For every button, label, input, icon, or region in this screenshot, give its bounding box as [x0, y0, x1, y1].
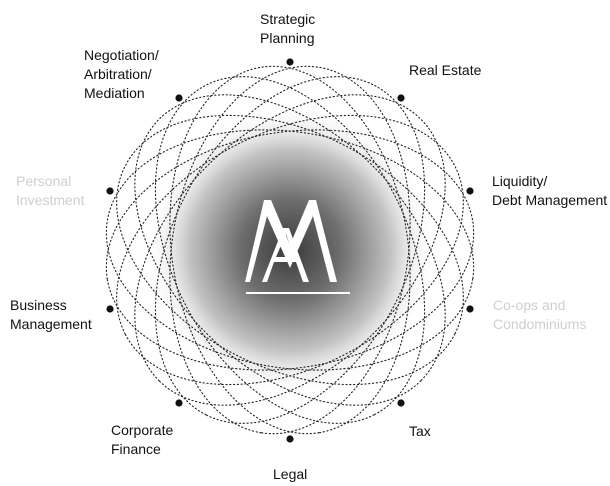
node-dot-icon: [175, 94, 183, 102]
orbit-ring: [154, 76, 426, 424]
orbit-ring: [105, 129, 475, 371]
service-label-line: Strategic: [260, 11, 316, 27]
service-label-line: Negotiation/: [84, 47, 159, 63]
service-label-line: Finance: [111, 441, 161, 457]
service-label-line: Personal: [16, 173, 72, 189]
logo-letter-a: [262, 228, 309, 282]
orbit-ring: [116, 114, 464, 386]
service-label-line: Condominiums: [493, 316, 587, 332]
node-dot-icon: [106, 305, 114, 313]
orbit-ring: [134, 94, 446, 406]
service-nodes: [106, 58, 474, 443]
service-label-real-estate[interactable]: Real Estate: [409, 61, 481, 80]
node-dot-icon: [286, 58, 294, 66]
orbit-ring: [134, 94, 446, 406]
orbit-ring: [169, 65, 411, 435]
node-dot-icon: [466, 305, 474, 313]
node-dot-icon: [106, 187, 114, 195]
service-label-line: Corporate: [111, 422, 174, 438]
orbit-ring: [169, 65, 411, 435]
service-label-line: Legal: [273, 466, 308, 482]
service-label-line: Liquidity/: [492, 173, 548, 189]
service-label-line: Real Estate: [409, 62, 482, 78]
orbit-ring: [105, 129, 475, 371]
node-dot-icon: [466, 187, 474, 195]
node-dot-icon: [175, 399, 183, 407]
service-label-line: Tax: [409, 423, 431, 439]
node-dot-icon: [397, 399, 405, 407]
orbit-ring: [116, 114, 464, 386]
service-label-line: Management: [10, 316, 92, 332]
service-label-tax[interactable]: Tax: [409, 422, 431, 441]
service-label-line: Business: [10, 297, 67, 313]
service-label-line: Planning: [260, 30, 315, 46]
service-label-line: Investment: [16, 192, 85, 208]
node-dot-icon: [397, 94, 405, 102]
service-label-line: Co-ops and: [493, 297, 566, 313]
service-label-line: Debt Management: [492, 192, 608, 208]
node-dot-icon: [286, 435, 294, 443]
service-label-line: Mediation: [84, 85, 145, 101]
service-label-liquidity-debt-management[interactable]: Liquidity/Debt Management: [492, 172, 607, 210]
orbit-rings: [105, 65, 475, 435]
service-label-legal[interactable]: Legal: [273, 465, 307, 484]
logo-letter-m: [245, 200, 337, 282]
monogram-logo-icon: [245, 200, 350, 294]
service-label-line: Arbitration/: [84, 66, 152, 82]
orbit-ring: [154, 76, 426, 424]
service-label-negotiation-arbitration-mediation[interactable]: Negotiation/Arbitration/Mediation: [84, 46, 159, 103]
logo-underline: [246, 292, 350, 294]
